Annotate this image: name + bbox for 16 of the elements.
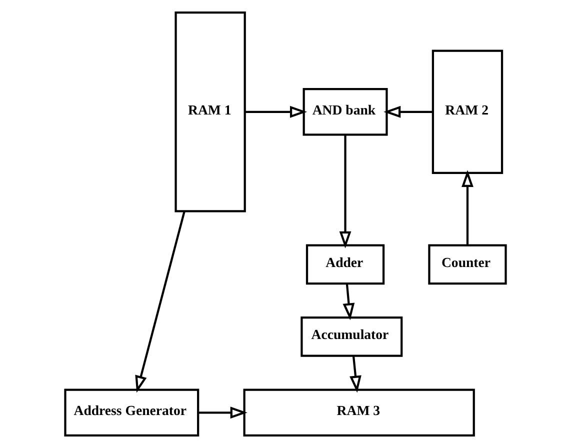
- arrow: [338, 134, 351, 248]
- arrow: [134, 211, 185, 393]
- node-box: RAM 3: [242, 388, 474, 437]
- node-box: Address Generator: [64, 388, 199, 437]
- arrow: [244, 106, 307, 118]
- node-box: Adder: [305, 244, 384, 285]
- node-box: Accumulator: [300, 316, 402, 357]
- arrow: [383, 106, 432, 118]
- node-box: AND bank: [302, 88, 388, 136]
- arrow: [342, 284, 354, 320]
- node-box: RAM 1: [174, 11, 246, 212]
- arrow: [461, 170, 473, 246]
- arrow: [198, 406, 247, 419]
- arrow: [349, 356, 361, 393]
- node-box: Counter: [428, 244, 506, 285]
- node-box: RAM 2: [431, 50, 503, 174]
